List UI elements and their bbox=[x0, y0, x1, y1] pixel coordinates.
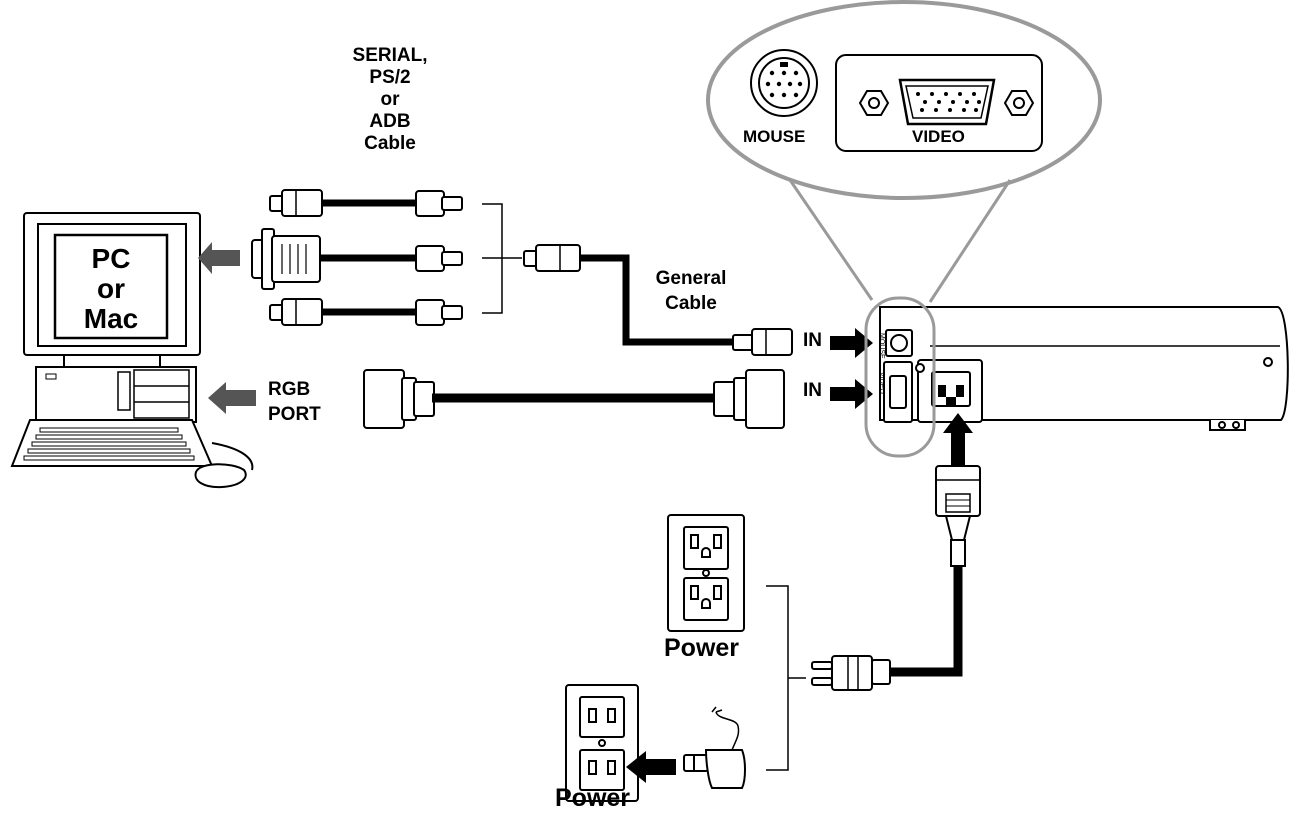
serial-cable-label: SERIAL, PS/2 or ADB Cable bbox=[325, 45, 455, 155]
power-bracket bbox=[766, 585, 789, 771]
computer-arrow-down bbox=[208, 382, 256, 414]
cable-bracket bbox=[482, 203, 522, 314]
mouse-port-label: MOUSE bbox=[743, 127, 806, 146]
serial-connector-bottom-left bbox=[269, 298, 323, 326]
power-arrow-up bbox=[943, 413, 973, 466]
serial-cable-label-line4: ADB bbox=[369, 111, 411, 132]
rgb-connector-left bbox=[363, 369, 435, 429]
zoom-line-right bbox=[928, 179, 1012, 303]
in-arrow-top bbox=[830, 328, 873, 358]
computer-label-line3: Mac bbox=[83, 303, 139, 334]
adapter-arrow bbox=[626, 751, 676, 783]
general-cable-label-line2: Cable bbox=[665, 293, 717, 314]
serial-cable-label-line1: SERIAL, bbox=[352, 45, 428, 66]
general-cable-label: General Cable bbox=[636, 266, 746, 316]
computer-label-line2: or bbox=[97, 273, 125, 304]
mouse-device bbox=[194, 442, 254, 489]
computer-illustration bbox=[10, 212, 256, 489]
video-port-icon bbox=[835, 54, 1043, 152]
mouse-cables bbox=[251, 189, 873, 358]
in-arrow-bottom bbox=[830, 379, 873, 409]
db9-connector-left bbox=[251, 228, 321, 290]
computer-label-line1: PC bbox=[91, 243, 131, 274]
cable-end-connector-2 bbox=[415, 245, 463, 272]
in-label-bottom: IN bbox=[803, 380, 822, 401]
power-label-top: Power bbox=[664, 634, 740, 662]
wall-plug bbox=[811, 655, 891, 691]
rgb-port-label: RGB PORT bbox=[268, 377, 348, 427]
zoom-callout bbox=[706, 0, 1102, 458]
outlet-top bbox=[667, 514, 745, 632]
rgb-connector-right bbox=[713, 369, 785, 429]
power-cord bbox=[890, 566, 963, 677]
power-adapter bbox=[683, 706, 746, 789]
serial-cable-label-line5: Cable bbox=[364, 133, 416, 154]
rgb-port-label-line2: PORT bbox=[268, 404, 321, 425]
computer-arrow-up bbox=[198, 242, 240, 274]
side-video-text: VIDEO bbox=[878, 372, 885, 394]
rgb-cable-assembly bbox=[363, 369, 873, 429]
zoom-line-left bbox=[788, 179, 874, 301]
cable-end-connector-3 bbox=[415, 299, 463, 326]
rgb-port-label-line1: RGB bbox=[268, 379, 311, 400]
zoom-port-outline bbox=[864, 296, 936, 458]
general-cable-label-line1: General bbox=[655, 268, 727, 289]
serial-cable-label-line2: PS/2 bbox=[369, 67, 411, 88]
general-cable-plug-left bbox=[523, 244, 581, 272]
power-section bbox=[565, 413, 981, 802]
computer-label: PC or Mac bbox=[61, 244, 161, 334]
projector bbox=[879, 306, 1289, 431]
serial-cable-label-line3: or bbox=[380, 89, 400, 110]
in-label-top: IN bbox=[803, 330, 822, 351]
monitor bbox=[23, 212, 201, 368]
mouse-port-icon bbox=[750, 49, 818, 117]
system-unit bbox=[35, 366, 197, 423]
cable-end-connector-1 bbox=[415, 190, 463, 217]
video-port-label: VIDEO bbox=[912, 127, 965, 146]
serial-connector-top-left bbox=[269, 189, 323, 217]
general-cable-plug-right bbox=[732, 328, 793, 356]
power-label-bottom: Power bbox=[555, 784, 631, 812]
general-cable bbox=[580, 254, 735, 346]
outlet-bottom bbox=[565, 684, 639, 802]
side-mouse-text: MOUSE bbox=[878, 333, 885, 359]
power-cord-plug bbox=[935, 465, 981, 567]
keyboard bbox=[10, 419, 214, 467]
